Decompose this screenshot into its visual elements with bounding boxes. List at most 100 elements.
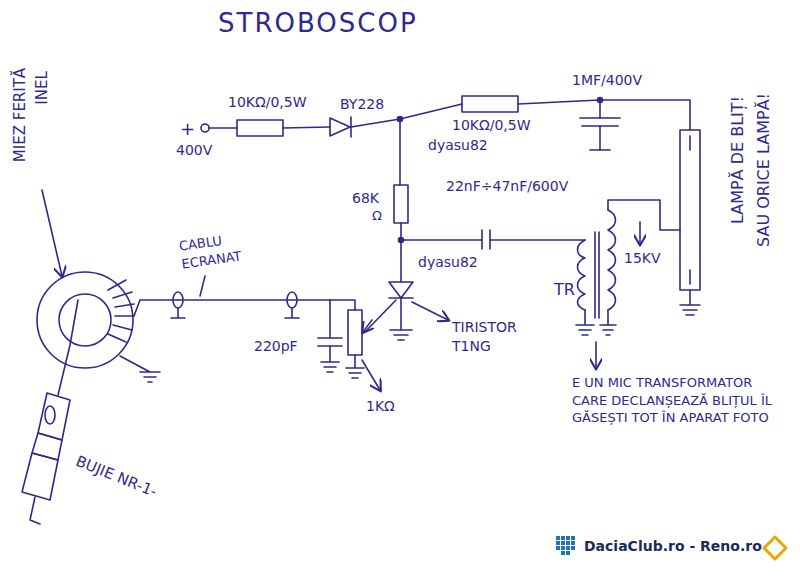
capacitor-symbol-part [599, 100, 601, 118]
spark-plug-lead-part [58, 300, 78, 395]
wire [518, 98, 690, 131]
diode-symbol [330, 117, 400, 137]
part-name: INEL [33, 71, 51, 104]
component-name-holder: BY228 [340, 96, 384, 113]
ferrite-ring-part [108, 280, 134, 342]
spark-plug [22, 393, 70, 524]
thyristor-symbol-part [400, 240, 402, 282]
component-value: 1KΩ [366, 398, 395, 415]
capacitor-symbol [482, 230, 490, 249]
watermark-logo-part [556, 536, 560, 540]
resistor-symbol-part [394, 185, 408, 223]
component-value-holder: 10KΩ/0,5W [228, 94, 307, 111]
shielded-cable-part [171, 308, 185, 318]
wire [399, 119, 401, 185]
watermark-logo-part [571, 546, 575, 550]
wire-part [490, 239, 585, 241]
voltage-label: 400V [176, 142, 212, 159]
shielded-cable-part [173, 292, 183, 308]
polarity-sign: + [180, 118, 195, 140]
leader-line-part [639, 222, 641, 244]
component-value-holder: 1KΩ [366, 398, 395, 415]
part-name: CABLU ECRANAT [178, 227, 262, 273]
component-value: 68K [352, 190, 379, 207]
ferrite-ring-part [120, 356, 160, 382]
component-value-holder: 220pF [254, 338, 298, 355]
note-text-holder: LAMPĂ DE BLIȚ! [728, 96, 747, 224]
thyristor-symbol-part [400, 298, 402, 330]
diode-symbol-part [330, 118, 350, 136]
trigger-transformer-part [608, 200, 680, 230]
component-name: dyasu82 [418, 254, 478, 271]
resistor-symbol-part [462, 96, 518, 112]
diode-symbol-part [351, 119, 400, 127]
note-text: E UN MIC TRANSFORMATOR CARE DECLANȘEAZĂ … [572, 374, 782, 427]
leader-line [596, 222, 640, 368]
watermark-logo-part [561, 536, 565, 540]
watermark-diamond-part [764, 537, 786, 559]
flash-lamp-part [680, 290, 700, 315]
resistor-symbol-part [237, 120, 283, 136]
input-terminal-part [209, 127, 237, 129]
resistor-symbol [394, 185, 408, 223]
watermark-logo-part [566, 541, 570, 545]
wire-part [518, 100, 690, 130]
wire-part [401, 223, 482, 240]
wire-part [283, 127, 330, 128]
thyristor-symbol [365, 240, 413, 340]
component-value: 220pF [254, 338, 298, 355]
spark-plug-part [38, 393, 70, 440]
trigger-transformer-part [576, 310, 594, 335]
trigger-transformer-part [578, 240, 586, 310]
watermark-logo-part [571, 536, 575, 540]
component-value: 10KΩ/0,5W [228, 94, 307, 111]
shielded-cable-part [285, 308, 299, 318]
note-text-holder: SAU ORICE LAMPĂ! [754, 93, 773, 247]
watermark-logo-part [556, 546, 560, 550]
watermark-logo [556, 536, 575, 555]
flash-lamp [680, 130, 700, 315]
wire-part [400, 104, 462, 119]
shielded-cable-part [287, 292, 297, 308]
component-name: dyasu82 [428, 137, 488, 154]
part-name-holder: CABLU ECRANAT [178, 227, 262, 273]
part-name: BUJIE NR-1- [73, 452, 159, 501]
voltage-label-holder: 15KV [624, 250, 661, 267]
capacitor-symbol-part [321, 346, 339, 372]
resistor-symbol [462, 96, 518, 112]
thyristor-symbol-part [365, 300, 396, 332]
component-value-holder: 22nF÷47nF/600V [446, 178, 568, 195]
ferrite-ring-part [37, 272, 133, 368]
component-name-holder: TIRISTOR T1NG [452, 318, 547, 356]
part-name-holder: INEL [33, 71, 51, 104]
wire [399, 223, 586, 243]
spark-plug-part [32, 433, 62, 460]
unit-sign-holder: Ω [372, 208, 382, 224]
wire [283, 127, 330, 128]
spark-plug-part [45, 406, 55, 424]
leader-line-part [595, 342, 597, 368]
component-value-holder: 10KΩ/0,5W [452, 117, 531, 134]
spark-plug-lead [58, 300, 78, 395]
watermark-logo-part [566, 546, 570, 550]
ferrite-ring-part [134, 300, 178, 316]
part-name-holder: MIEZ FERITĂ [11, 68, 29, 162]
capacitor-symbol [580, 100, 620, 150]
input-terminal [201, 124, 237, 132]
polarity-sign-holder: + [180, 118, 195, 140]
leader-line-part [362, 360, 380, 390]
component-value-holder: 1MF/400V [572, 72, 642, 89]
diagram-title: STROBOSCOP [218, 8, 418, 38]
note-text: LAMPĂ DE BLIȚ! [728, 96, 747, 224]
watermark-logo-part [561, 551, 565, 555]
capacitor-symbol-part [590, 149, 610, 151]
flash-lamp-part [689, 270, 691, 284]
wire [400, 104, 462, 119]
part-name: MIEZ FERITĂ [11, 68, 29, 162]
watermark-diamond [764, 537, 786, 559]
potentiometer-symbol-part [348, 310, 362, 355]
component-name: BY228 [340, 96, 384, 113]
component-name-holder: TR [554, 280, 575, 299]
capacitor-symbol-part [580, 117, 620, 119]
